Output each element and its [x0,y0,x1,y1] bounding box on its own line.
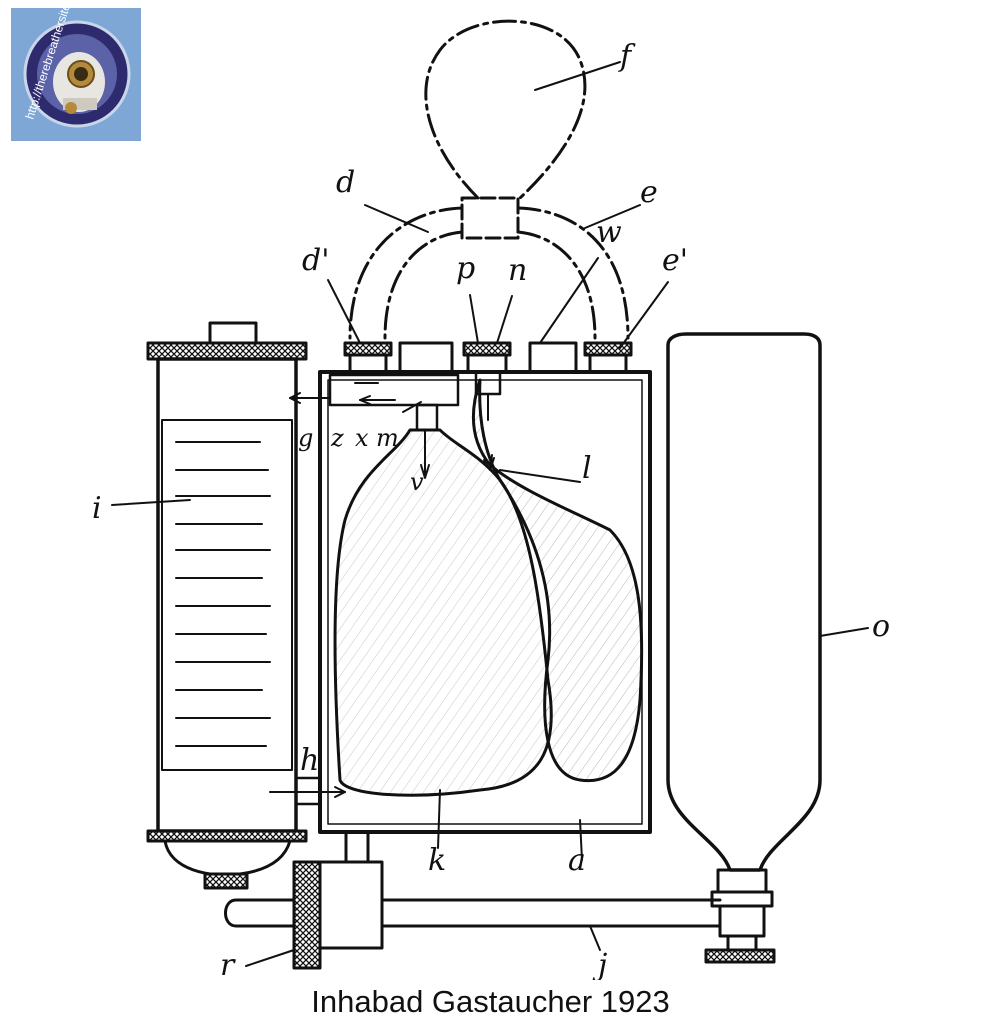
label-l: l [582,451,592,486]
hose-e-inner [516,230,597,340]
scrubber-bed-lines [175,441,271,747]
housing-a-inner [327,379,643,825]
label-w: w [596,215,622,250]
valve-block [316,860,384,950]
label-a: a [568,843,586,878]
label-i: i [92,491,102,526]
label-p: p [456,251,475,286]
label-e-prime: e' [662,243,688,278]
label-d-prime: d' [302,243,329,278]
label-g: g [298,424,313,452]
scrubber-body-i [156,357,298,833]
breathing-bag-f [424,19,587,200]
hose-d-outer [348,206,464,340]
leader-lines [111,61,869,967]
label-h: h [300,743,319,778]
valve-knob-r [292,860,322,970]
hose-d-inner [383,230,464,340]
label-n: n [508,253,527,288]
label-v: v [410,468,424,496]
top-connectors [343,341,633,374]
label-m: m [376,424,399,452]
hose-coupling [460,196,520,240]
scrubber-bottom [163,839,292,877]
counterlung-l [471,378,644,783]
rebreather-schematic: f d e w d' p n e' g z x m v l i o h k a … [92,19,890,980]
label-d: d [336,165,355,200]
label-k: k [428,843,446,878]
scrubber-cap [208,321,258,345]
label-x: x [355,424,369,452]
label-o: o [872,609,890,644]
label-f: f [618,39,636,74]
label-r: r [220,948,236,980]
gas-cylinder-o [666,332,822,872]
passage-zxm [328,373,460,407]
site-logo[interactable]: http://therebreathersite.nl [11,0,141,141]
pipe-j [380,898,722,928]
figure-caption: Inhabad Gastaucher 1923 [311,984,670,1019]
diver-helmet-icon: http://therebreathersite.nl [11,0,141,141]
label-e: e [640,175,658,210]
label-z: z [330,424,344,452]
hose-e-outer [516,206,630,340]
label-j: j [592,948,607,980]
scrubber-top-knurl [146,341,308,361]
